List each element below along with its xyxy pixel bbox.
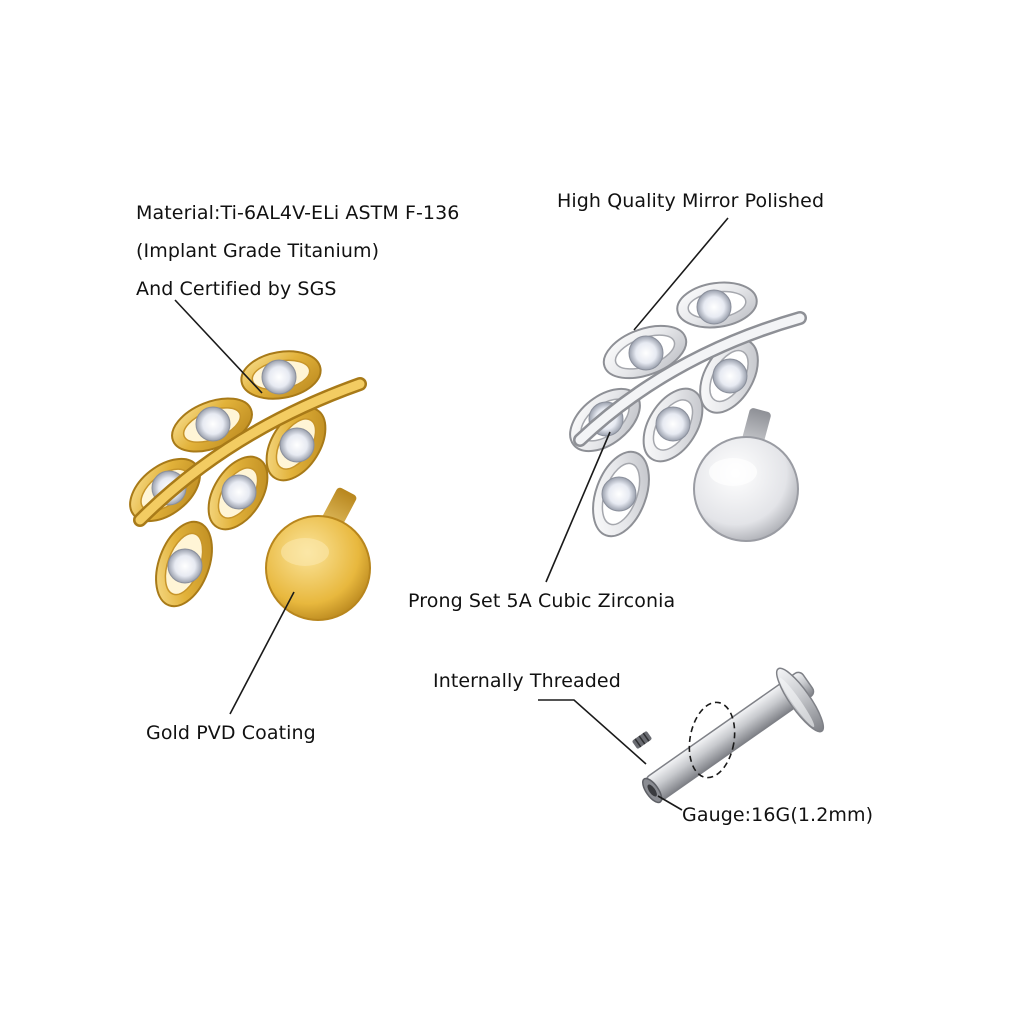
gold-leaf-earring-image (129, 350, 371, 621)
gauge-callout: Gauge:16G(1.2mm) (682, 804, 874, 826)
material-leader-line (174, 299, 263, 394)
material-callout-line-1: Material:Ti-6AL4V-ELi ASTM F-136 (136, 202, 460, 224)
threaded-leader-line (538, 699, 647, 765)
mirror-leader-line (633, 217, 729, 331)
gold-coating-callout: Gold PVD Coating (146, 722, 316, 744)
material-callout-line-3: And Certified by SGS (136, 278, 337, 300)
internally-threaded-labret-post-image (632, 667, 825, 804)
prong-leader-line (545, 431, 611, 583)
material-callout: Material:Ti-6AL4V-ELi ASTM F-136 (Implan… (136, 194, 460, 308)
prong-set-callout: Prong Set 5A Cubic Zirconia (408, 590, 676, 612)
mirror-polished-callout: High Quality Mirror Polished (557, 190, 825, 212)
gold-leader-line (229, 591, 295, 715)
silver-leaf-earring-image (569, 281, 807, 542)
gauge-leader-line (657, 795, 683, 811)
material-callout-line-2: (Implant Grade Titanium) (136, 240, 380, 262)
internally-threaded-callout: Internally Threaded (433, 670, 621, 692)
